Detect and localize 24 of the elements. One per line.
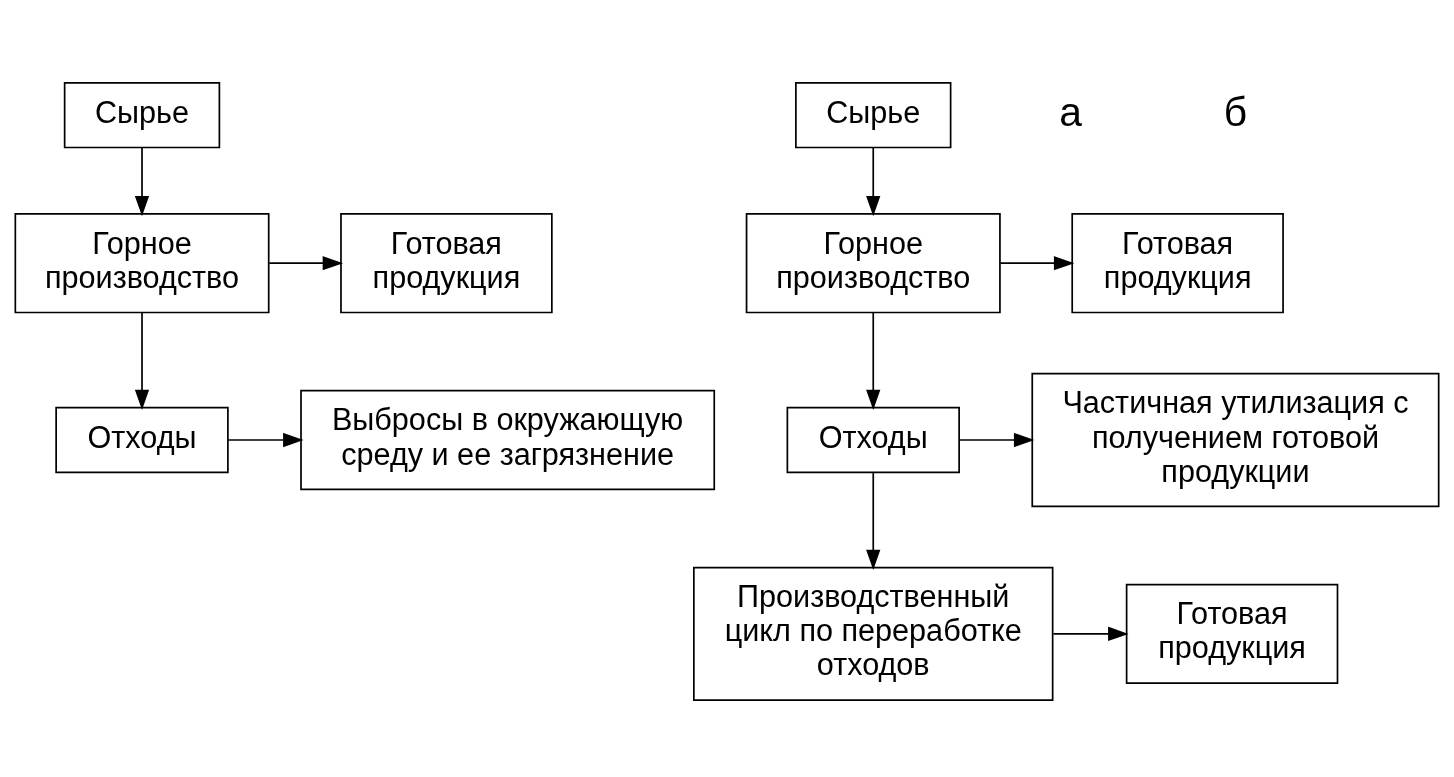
label: б xyxy=(1223,88,1248,135)
label: а xyxy=(1059,88,1082,135)
node-box: Частичная утилизация с получением готовой продукции xyxy=(1031,372,1440,507)
arrow xyxy=(134,146,150,216)
node-box: Готовая продукция xyxy=(1125,583,1339,684)
node-box: Отходы xyxy=(786,406,960,473)
node-box: Горное производство xyxy=(745,212,1001,313)
node-box: Выбросы в окружающую среду и ее загрязнение xyxy=(300,389,716,490)
node-box: Производственный цикл по переработке отходов xyxy=(693,566,1054,701)
arrow xyxy=(268,255,344,270)
arrow xyxy=(866,311,881,410)
arrow xyxy=(866,471,881,570)
node-box: Готовая продукция xyxy=(340,212,553,313)
node-box: Отходы xyxy=(55,406,229,473)
arrow xyxy=(866,146,881,216)
arrow xyxy=(999,255,1075,270)
node-box: Горное производство xyxy=(14,212,270,313)
arrow xyxy=(134,311,150,410)
node-box: Сырье xyxy=(63,81,221,148)
node-box: Готовая продукция xyxy=(1071,212,1284,313)
node-box: Сырье xyxy=(795,81,952,148)
arrow xyxy=(958,432,1035,447)
arrow xyxy=(227,432,304,447)
arrow xyxy=(1052,626,1129,641)
